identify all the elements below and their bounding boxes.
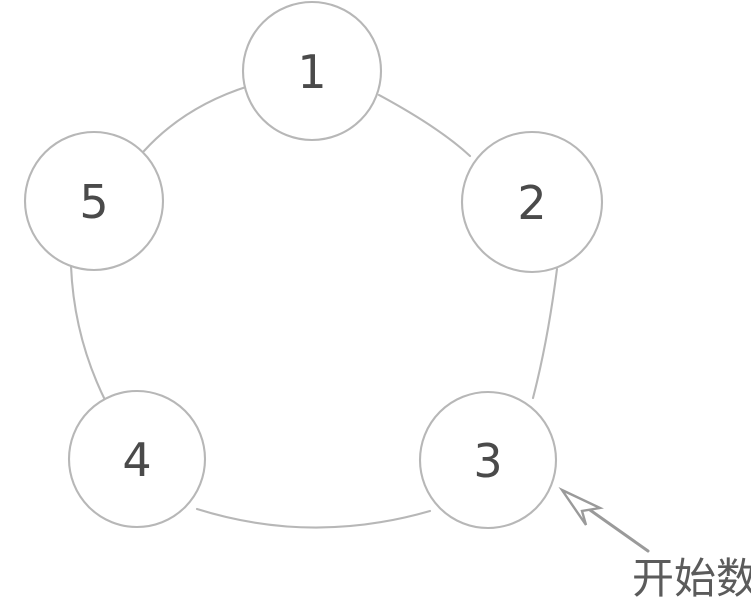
node-2-circle[interactable] bbox=[460, 130, 604, 274]
link-2-to-3 bbox=[531, 267, 559, 400]
node-1-label: 1 bbox=[297, 45, 326, 99]
node-4-label: 4 bbox=[122, 433, 151, 487]
link-4-to-5 bbox=[69, 264, 108, 404]
node-4[interactable]: 4 bbox=[67, 389, 207, 529]
node-3-circle[interactable] bbox=[418, 390, 558, 530]
link-group bbox=[69, 84, 559, 529]
node-2-label: 2 bbox=[517, 176, 546, 230]
link-3-to-4 bbox=[195, 507, 432, 529]
link-5-to-1 bbox=[142, 84, 251, 153]
node-3-label: 3 bbox=[473, 434, 502, 488]
link-1-to-2 bbox=[377, 93, 472, 158]
start-pointer bbox=[558, 487, 650, 553]
start-annotation-label: 开始数 bbox=[632, 554, 751, 603]
node-5[interactable]: 5 bbox=[23, 130, 165, 272]
node-2[interactable]: 2 bbox=[460, 130, 604, 274]
arrow-head-icon bbox=[558, 487, 604, 526]
node-1-circle[interactable] bbox=[241, 0, 383, 142]
node-1[interactable]: 1 bbox=[241, 0, 383, 142]
node-4-circle[interactable] bbox=[67, 389, 207, 529]
node-5-label: 5 bbox=[79, 175, 108, 229]
node-3[interactable]: 3 bbox=[418, 390, 558, 530]
node-5-circle[interactable] bbox=[23, 130, 165, 272]
